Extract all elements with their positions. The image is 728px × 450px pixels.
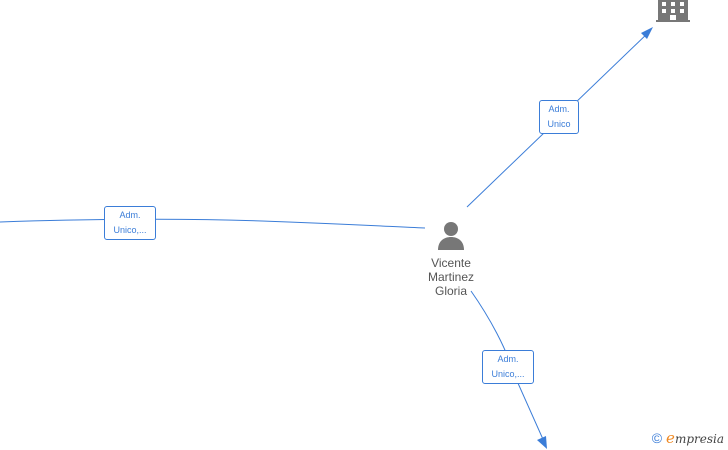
building-icon: [656, 0, 690, 22]
watermark: © empresia: [651, 430, 724, 447]
relation-role-detail: Unico,...: [113, 225, 147, 235]
relation-role-detail: Unico,...: [491, 369, 525, 379]
brand-logo-text: mpresia: [674, 431, 724, 446]
person-surname: Martinez: [427, 270, 474, 284]
relation-role: Adm.: [548, 104, 570, 114]
brand-logo-initial: e: [666, 428, 675, 447]
person-first-name: Vicente: [431, 256, 471, 270]
person-icon: [438, 222, 464, 250]
relation-label-left[interactable]: Adm. Unico,...: [104, 206, 156, 240]
relation-label-top-right[interactable]: Adm. Unico: [539, 100, 579, 134]
person-second-surname: Gloria: [434, 284, 467, 298]
relation-role-detail: Unico: [547, 119, 571, 129]
brand-logo: empresia: [666, 430, 724, 447]
company-node[interactable]: [656, 0, 690, 22]
edge-arrowhead-bottom: [537, 436, 547, 449]
relation-role: Adm.: [497, 354, 519, 364]
person-node[interactable]: Vicente Martinez Gloria: [411, 220, 491, 298]
edge-arrowhead-company: [641, 27, 653, 39]
copyright-icon: ©: [651, 430, 663, 446]
relation-label-bottom[interactable]: Adm. Unico,...: [482, 350, 534, 384]
edge-left-to-person: [0, 218, 426, 229]
relation-role: Adm.: [119, 210, 141, 220]
person-name: Vicente Martinez Gloria: [411, 256, 491, 298]
